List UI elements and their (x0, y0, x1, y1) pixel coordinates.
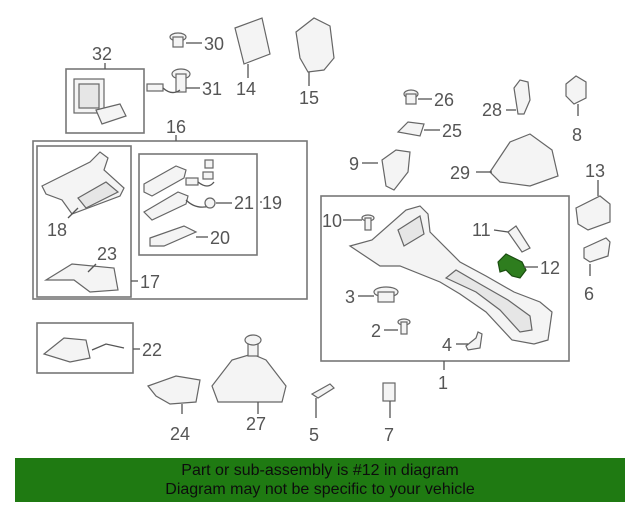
callout-29[interactable]: 29 (450, 163, 470, 183)
part-8-switch (565, 75, 587, 105)
callout-6[interactable]: 6 (584, 284, 594, 304)
group-box-22 (36, 322, 134, 374)
callout-30[interactable]: 30 (204, 34, 224, 54)
part-6-bracket (583, 237, 611, 263)
part-21-grommet (204, 197, 216, 209)
part-26-clip (403, 89, 419, 105)
part-11-strip (507, 225, 531, 253)
part-3-cup (373, 286, 399, 303)
banner-line-1: Part or sub-assembly is #12 in diagram (181, 462, 459, 479)
callout-20[interactable]: 20 (210, 228, 230, 248)
part-7-pad (382, 382, 396, 402)
callout-9[interactable]: 9 (349, 154, 359, 174)
group-box-1 (320, 195, 570, 362)
part-10-screw (361, 214, 375, 231)
callout-18[interactable]: 18 (47, 220, 67, 240)
part-4-bracket (465, 331, 483, 351)
callout-15[interactable]: 15 (299, 88, 319, 108)
part-29-boot (489, 133, 559, 187)
part-22-bezel (42, 337, 125, 363)
part-20-tray (149, 225, 198, 247)
callout-21[interactable]: 21 (234, 193, 254, 213)
part-30-clip (169, 32, 187, 48)
part-12-highlighted[interactable] (497, 253, 527, 279)
callout-8[interactable]: 8 (572, 125, 582, 145)
part-13-bracket (575, 195, 611, 231)
part-15-shift-boot (295, 17, 335, 73)
part-23-trim (43, 263, 119, 293)
banner-line-2: Diagram may not be specific to your vehi… (165, 481, 475, 498)
part-19-assembly (143, 159, 215, 221)
part-2-screw (397, 318, 411, 335)
callout-12[interactable]: 12 (540, 258, 560, 278)
group-box-17 (36, 145, 132, 298)
callout-14[interactable]: 14 (236, 79, 256, 99)
callout-26[interactable]: 26 (434, 90, 454, 110)
callout-25[interactable]: 25 (442, 121, 462, 141)
callout-5[interactable]: 5 (309, 425, 319, 445)
callout-2[interactable]: 2 (371, 321, 381, 341)
callout-31[interactable]: 31 (202, 79, 222, 99)
part-31-pin (146, 68, 191, 94)
callout-23[interactable]: 23 (97, 244, 117, 264)
callout-19[interactable]: 19 (262, 193, 282, 213)
callout-1[interactable]: 1 (438, 373, 448, 393)
callout-27[interactable]: 27 (246, 414, 266, 434)
callout-32[interactable]: 32 (92, 44, 112, 64)
callout-24[interactable]: 24 (170, 424, 190, 444)
part-5-bracket (310, 383, 335, 399)
part-24-bezel (147, 375, 201, 405)
callout-7[interactable]: 7 (384, 425, 394, 445)
group-box-19 (138, 153, 258, 256)
part-25-mount (396, 121, 425, 137)
part-32-kit (73, 78, 127, 125)
callout-28[interactable]: 28 (482, 100, 502, 120)
callout-4[interactable]: 4 (442, 335, 452, 355)
callout-3[interactable]: 3 (345, 287, 355, 307)
part-1-console (348, 205, 553, 345)
group-box-16 (32, 140, 308, 300)
part-28-knob (513, 79, 531, 115)
part-14-panel (234, 17, 271, 65)
info-banner: Part or sub-assembly is #12 in diagram D… (15, 458, 625, 502)
callout-13[interactable]: 13 (585, 161, 605, 181)
part-9-cover (381, 149, 411, 191)
callout-11[interactable]: 11 (472, 220, 491, 240)
callout-10[interactable]: 10 (322, 211, 342, 231)
callout-17[interactable]: 17 (140, 272, 160, 292)
part-27-shifter (211, 334, 287, 403)
callout-16[interactable]: 16 (166, 117, 186, 137)
callout-22[interactable]: 22 (142, 340, 162, 360)
